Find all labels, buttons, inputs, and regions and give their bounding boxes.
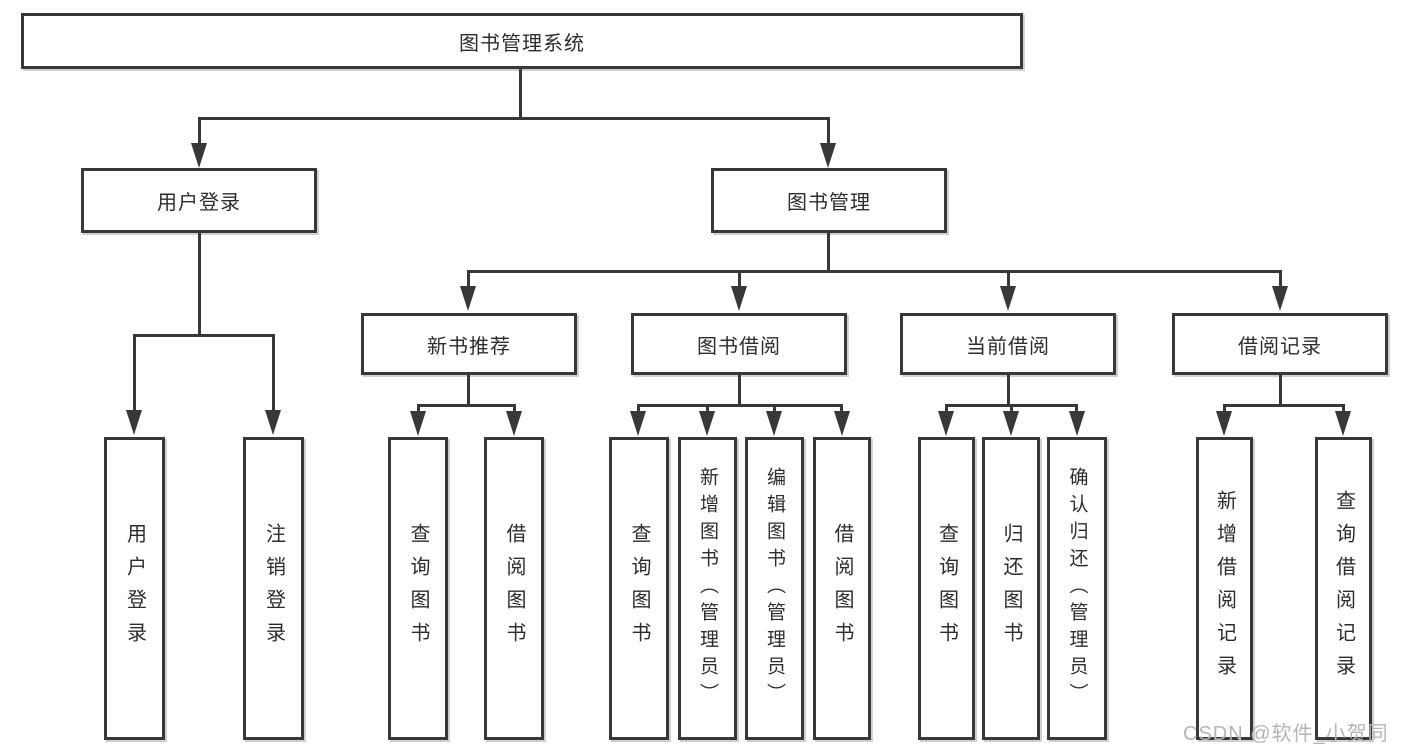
- node-book-management: 图书管理: [711, 168, 947, 233]
- node-library-system: 图书管理系统: [21, 13, 1023, 69]
- arrowhead-current-leaf-3: [1069, 411, 1085, 436]
- arrowhead-recommend: [460, 286, 476, 311]
- connector-records-bar: [1223, 404, 1345, 407]
- node-current-borrow: 当前借阅: [900, 313, 1116, 375]
- leaf-borrow-books-borrow-label: 借阅图书: [831, 522, 853, 655]
- node-book-borrow: 图书借阅: [631, 313, 847, 375]
- arrowhead-recommend-leaf-2: [506, 411, 522, 436]
- node-book-management-label: 图书管理: [787, 192, 871, 214]
- leaf-borrow-books-recommend: 借阅图书: [484, 437, 544, 740]
- leaf-query-books-borrow: 查询图书: [609, 437, 669, 740]
- leaf-query-books-recommend-label: 查询图书: [407, 522, 429, 655]
- arrowhead-borrow: [731, 286, 747, 311]
- connector-root-bar: [198, 117, 830, 120]
- connector-login-drop-1: [133, 334, 136, 410]
- connector-recommend-drop-2: [513, 404, 516, 413]
- connector-mgmt-drop-4: [1279, 270, 1282, 288]
- node-new-book-recommend-label: 新书推荐: [427, 335, 511, 358]
- leaf-query-books-borrow-label: 查询图书: [628, 522, 650, 655]
- node-current-borrow-label: 当前借阅: [966, 335, 1050, 358]
- arrowhead-borrow-leaf-2: [699, 411, 715, 436]
- leaf-return-books-label: 归还图书: [1000, 522, 1022, 655]
- leaf-query-books-current-label: 查询图书: [935, 522, 958, 655]
- leaf-query-books-recommend: 查询图书: [388, 437, 448, 740]
- connector-current-drop-3: [1075, 404, 1078, 413]
- connector-mgmt-drop-2: [738, 270, 741, 288]
- leaf-confirm-return-admin: 确认归还（管理员）: [1047, 437, 1107, 740]
- leaf-borrow-books-borrow: 借阅图书: [813, 437, 871, 740]
- node-library-system-label: 图书管理系统: [459, 32, 585, 55]
- connector-current-stem: [1007, 375, 1010, 407]
- node-new-book-recommend: 新书推荐: [361, 313, 577, 375]
- connector-borrow-drop-3: [773, 404, 776, 413]
- arrowhead-borrow-leaf-4: [834, 411, 850, 436]
- arrowhead-current-leaf-2: [1003, 411, 1019, 436]
- connector-mgmt-drop-3: [1007, 270, 1010, 288]
- leaf-edit-books-admin-label: 编辑图书（管理员）: [764, 467, 785, 710]
- leaf-user-login-label: 用户登录: [123, 522, 146, 655]
- connector-borrow-bar: [637, 404, 843, 407]
- connector-borrow-drop-4: [840, 404, 843, 413]
- connector-records-drop-1: [1223, 404, 1226, 413]
- arrowhead-leaf-logout: [265, 410, 281, 435]
- arrowhead-current: [1000, 286, 1016, 311]
- leaf-add-books-admin: 新增图书（管理员）: [678, 437, 737, 740]
- node-user-login: 用户登录: [81, 168, 317, 233]
- leaf-add-borrow-record-label: 新增借阅记录: [1213, 489, 1236, 688]
- arrowhead-records-leaf-1: [1216, 411, 1232, 436]
- leaf-query-borrow-record: 查询借阅记录: [1315, 437, 1372, 740]
- arrowhead-recommend-leaf-1: [410, 411, 426, 436]
- connector-root-right-drop: [827, 117, 830, 145]
- leaf-logout-label: 注销登录: [262, 522, 285, 655]
- arrowhead-records: [1272, 286, 1288, 311]
- node-user-login-label: 用户登录: [157, 192, 241, 214]
- connector-login-stem: [198, 233, 201, 337]
- leaf-add-books-admin-label: 新增图书（管理员）: [697, 467, 718, 710]
- arrowhead-current-leaf-1: [938, 411, 954, 436]
- leaf-return-books: 归还图书: [982, 437, 1040, 740]
- connector-borrow-drop-1: [637, 404, 640, 413]
- connector-recommend-stem: [467, 375, 470, 407]
- connector-mgmt-stem: [827, 233, 830, 273]
- arrowhead-leaf-user-login: [126, 410, 142, 435]
- connector-recommend-bar: [417, 404, 516, 407]
- connector-login-drop-2: [272, 334, 275, 410]
- leaf-edit-books-admin: 编辑图书（管理员）: [745, 437, 804, 740]
- leaf-borrow-books-recommend-label: 借阅图书: [503, 522, 525, 655]
- csdn-watermark: CSDN @软件_小贺同学: [1183, 723, 1389, 745]
- connector-mgmt-bar: [467, 270, 1282, 273]
- arrowhead-borrow-leaf-1: [630, 411, 646, 436]
- connector-recommend-drop-1: [417, 404, 420, 413]
- connector-records-stem: [1279, 375, 1282, 407]
- connector-records-drop-2: [1342, 404, 1345, 413]
- node-book-borrow-label: 图书借阅: [697, 335, 781, 358]
- connector-mgmt-drop-1: [467, 270, 470, 288]
- connector-borrow-stem: [738, 375, 741, 407]
- node-borrow-records: 借阅记录: [1172, 313, 1388, 375]
- leaf-confirm-return-admin-label: 确认归还（管理员）: [1066, 467, 1088, 710]
- arrowhead-user-login: [191, 143, 207, 168]
- arrowhead-borrow-leaf-3: [766, 411, 782, 436]
- node-borrow-records-label: 借阅记录: [1238, 335, 1322, 358]
- connector-root-stem: [519, 68, 522, 119]
- connector-current-drop-2: [1010, 404, 1013, 413]
- arrowhead-book-management: [820, 143, 836, 168]
- arrowhead-records-leaf-2: [1335, 411, 1351, 436]
- connector-root-left-drop: [198, 117, 201, 145]
- connector-current-drop-1: [945, 404, 948, 413]
- connector-borrow-drop-2: [706, 404, 709, 413]
- leaf-query-borrow-record-label: 查询借阅记录: [1332, 489, 1355, 688]
- connector-login-bar: [133, 334, 274, 337]
- leaf-query-books-current: 查询图书: [918, 437, 975, 740]
- leaf-add-borrow-record: 新增借阅记录: [1196, 437, 1253, 740]
- leaf-logout: 注销登录: [243, 437, 304, 740]
- leaf-user-login: 用户登录: [104, 437, 165, 740]
